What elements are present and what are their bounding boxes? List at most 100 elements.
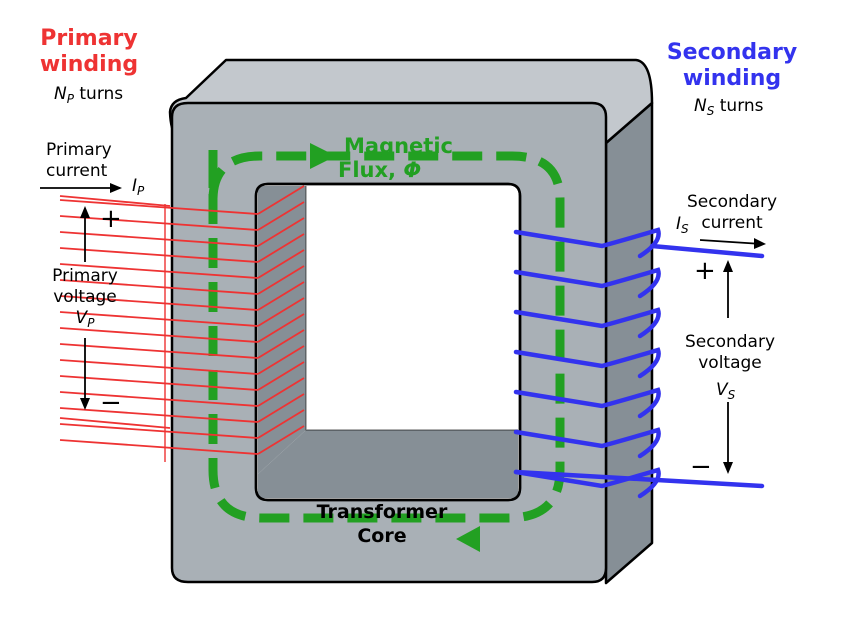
primary-winding-front	[59, 185, 305, 462]
secondary-voltage-arrowhead-up	[723, 260, 733, 272]
secondary-voltage-subscript: S	[727, 388, 736, 402]
primary-turns-word: turns	[79, 84, 124, 104]
primary-coil-diagonal	[257, 201, 305, 231]
primary-coil-diagonal	[257, 377, 305, 407]
primary-voltage-arrowhead-up	[80, 206, 90, 218]
secondary-voltage-symbol-letter: V	[716, 380, 728, 400]
primary-voltage-subscript: P	[87, 316, 95, 330]
primary-plus-sign: +	[100, 204, 122, 234]
primary-coil-diagonal	[257, 265, 305, 295]
primary-turns-label: NP turns	[54, 84, 123, 110]
primary-coil-diagonal	[257, 249, 305, 279]
secondary-lead-top	[649, 243, 765, 259]
secondary-voltage-arrowhead-down	[723, 462, 733, 474]
secondary-coil-turn	[513, 347, 661, 379]
secondary-minus-sign: −	[690, 452, 712, 482]
secondary-turns-word: turns	[719, 96, 764, 116]
primary-voltage-line1: Primary	[52, 266, 118, 286]
secondary-current-subscript: S	[681, 222, 689, 236]
secondary-turns-label: NS turns	[694, 96, 764, 122]
core-window-left-wall	[258, 186, 306, 474]
primary-coil-diagonal	[257, 393, 305, 423]
secondary-coil-turn	[513, 267, 661, 299]
core-label-line2: Core	[357, 525, 407, 547]
primary-coil-diagonal	[257, 425, 305, 455]
primary-coil-turn	[59, 407, 259, 423]
primary-title-line2: winding	[39, 52, 139, 77]
primary-coil-diagonal	[257, 185, 305, 215]
primary-coil-turn	[59, 263, 259, 279]
primary-voltage-label: Primary voltage VP	[46, 266, 124, 334]
flux-label-line2: Flux,	[338, 158, 397, 182]
secondary-title-line1: Secondary	[666, 40, 798, 65]
primary-turns-symbol: N	[54, 84, 67, 104]
primary-coil-diagonal	[257, 297, 305, 327]
primary-lead-bottom	[59, 417, 171, 429]
primary-voltage-arrowhead-down	[80, 398, 90, 410]
primary-current-symbol: IP	[132, 176, 144, 202]
primary-current-subscript: P	[137, 184, 145, 198]
secondary-current-symbol-letter: I	[676, 214, 682, 234]
secondary-plus-sign: +	[694, 256, 716, 286]
primary-turns-subscript: P	[66, 92, 74, 106]
secondary-coil-turn	[513, 387, 661, 419]
flux-label-line1: Magnetic	[344, 134, 453, 158]
secondary-title-line2: winding	[682, 66, 782, 91]
core-side-face	[604, 101, 654, 585]
secondary-turns-subscript: S	[706, 104, 715, 118]
primary-current-arrowhead	[110, 183, 122, 193]
primary-coil-diagonal	[257, 233, 305, 263]
flux-label: Magnetic Flux, Φ	[338, 134, 453, 182]
primary-current-line2: current	[46, 161, 108, 181]
core-label-line1: Transformer	[316, 501, 448, 523]
primary-voltage-line2: voltage	[53, 287, 117, 307]
core-window-opening	[306, 186, 518, 430]
secondary-current-label: Secondary current	[682, 192, 782, 234]
core-window-outline	[254, 182, 522, 502]
primary-coil-turn	[59, 327, 259, 343]
primary-coil-turn	[59, 439, 259, 455]
secondary-winding-title: Secondary winding	[662, 40, 802, 92]
primary-coil-turn	[59, 311, 259, 327]
primary-coil-turn	[59, 375, 259, 391]
primary-current-label: Primary current	[46, 140, 112, 182]
primary-coil-diagonal	[257, 313, 305, 343]
flux-path	[208, 150, 565, 523]
secondary-coil-turn	[513, 427, 661, 459]
primary-coil-diagonal	[257, 281, 305, 311]
secondary-current-symbol: IS	[676, 214, 689, 240]
primary-coil-diagonal	[257, 217, 305, 247]
secondary-voltage-symbol: VS	[716, 380, 735, 406]
primary-coil-diagonal	[257, 361, 305, 391]
core-label: Transformer Core	[312, 500, 452, 548]
primary-coil-turn	[59, 295, 259, 311]
primary-current-line1: Primary	[46, 140, 112, 160]
secondary-voltage-label: Secondary voltage	[680, 332, 780, 374]
primary-coil-turn	[59, 247, 259, 263]
secondary-turns-symbol: N	[694, 96, 707, 116]
secondary-current-arrowhead	[754, 238, 766, 249]
flux-arrow-bottom	[456, 526, 480, 552]
secondary-coil-turn	[513, 307, 661, 339]
primary-coil-turn	[59, 391, 259, 407]
primary-lead-top	[59, 195, 171, 207]
primary-minus-sign: −	[100, 388, 122, 418]
primary-coil-diagonal	[257, 409, 305, 439]
secondary-coil-turn	[513, 467, 661, 499]
secondary-lead-bottom	[513, 469, 765, 489]
primary-current-symbol-letter: I	[132, 176, 138, 196]
secondary-voltage-line1: Secondary	[684, 332, 776, 352]
core-window-bottom-wall	[258, 430, 518, 498]
secondary-current-arrow	[699, 239, 763, 245]
secondary-winding	[513, 227, 765, 499]
secondary-voltage-line2: voltage	[698, 353, 762, 373]
primary-coil-diagonal	[257, 329, 305, 359]
primary-coil-turn	[59, 215, 259, 231]
secondary-current-line1: Secondary	[686, 192, 778, 212]
primary-voltage-symbol: V	[75, 308, 88, 328]
primary-coil-diagonal	[257, 345, 305, 375]
primary-title-line1: Primary	[40, 26, 138, 51]
primary-coil-turn	[59, 279, 259, 295]
